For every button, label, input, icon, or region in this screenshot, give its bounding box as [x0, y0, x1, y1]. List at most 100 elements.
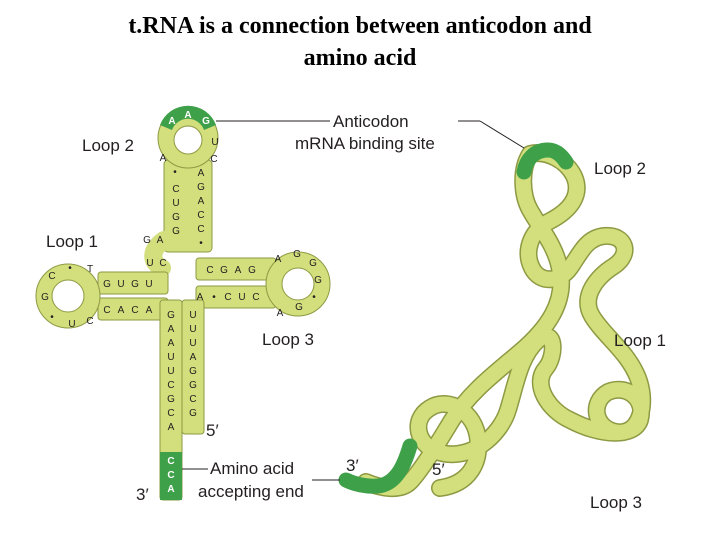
base-loop3-outer: A [277, 308, 284, 319]
arm2-connector [144, 231, 173, 277]
base-loop3-upper: G [220, 265, 228, 276]
base-stem-left: A [168, 422, 175, 433]
trna-3d-ribbon [338, 142, 652, 497]
base-loop1-outer: T [87, 264, 93, 275]
base-loop3-lower: U [238, 292, 245, 303]
base-stem-left: A [168, 338, 175, 349]
base-loop1-lower: C [103, 305, 110, 316]
base-loop3-outer: G [309, 258, 317, 269]
base-stem-right: U [189, 324, 196, 335]
loop2-right-label: Loop 2 [594, 159, 646, 178]
base-loop1-upper: C [159, 258, 166, 269]
five-prime-left-label: 5′ [206, 421, 219, 440]
base-loop1-lower: A [146, 305, 153, 316]
base-arm2-left: U [172, 198, 179, 209]
base-arm2-left: C [172, 184, 179, 195]
base-stem-right: G [189, 408, 197, 419]
anticodon-label: Anticodon [333, 112, 409, 131]
three-prime-left-label: 3′ [136, 485, 149, 504]
base-loop1-inner: G [131, 279, 139, 290]
ribbon-anticodon-highlight [516, 142, 574, 180]
base-loop3-upper: A [235, 265, 242, 276]
base-stem-left: G [167, 310, 175, 321]
anticodon-highlight [160, 105, 216, 130]
loop1-left-hole [51, 279, 85, 313]
loop2-left-label: Loop 2 [82, 136, 134, 155]
loop3-left-label: Loop 3 [262, 330, 314, 349]
base-loop1-outer: C [86, 316, 93, 327]
loop3-left-hole [281, 267, 315, 301]
page-title: t.RNA is a connection between anticodon … [0, 10, 720, 74]
base-loop1-top: A [157, 235, 164, 246]
title-line-1: t.RNA is a connection between anticodon … [128, 13, 592, 39]
ribbon-3prime-highlight [338, 438, 418, 494]
base-stem-left: C [167, 380, 174, 391]
loop1-left-label: Loop 1 [46, 232, 98, 251]
base-loop2-left-side: • [173, 167, 177, 178]
anticodon-right-leader-b [479, 120, 525, 149]
base-loop3-outer: G [314, 275, 322, 286]
amino-acid-label: Amino acid [210, 459, 294, 478]
base-loop3-outer: A [275, 254, 282, 265]
base-stem-left: A [168, 324, 175, 335]
base-loop2-left-side: A [160, 153, 167, 164]
base-loop3-lower: C [252, 292, 259, 303]
base-loop3-upper: G [248, 265, 256, 276]
base-loop3-outer: G [295, 302, 303, 313]
base-loop1-top: G [143, 235, 151, 246]
base-arm2-right: C [197, 210, 204, 221]
base-acceptor-end: A [167, 484, 174, 495]
base-arm2-left: G [172, 226, 180, 237]
base-stem-right: U [189, 338, 196, 349]
base-stem-right: G [189, 366, 197, 377]
base-arm2-right: • [199, 238, 203, 249]
base-loop1-inner: U [117, 279, 124, 290]
mrna-binding-site-label: mRNA binding site [295, 134, 435, 153]
base-stem-right: U [189, 310, 196, 321]
base-loop2-right-side: C [210, 154, 217, 165]
base-loop3-lower: • [212, 292, 216, 303]
base-arm2-right: G [197, 182, 205, 193]
three-prime-right-label: 3′ [346, 456, 359, 475]
loop3-right-label: Loop 3 [590, 493, 642, 512]
base-loop1-outer: • [50, 312, 54, 323]
base-arm2-left: G [172, 212, 180, 223]
base-acceptor-end: C [167, 456, 174, 467]
base-loop1-outer: • [68, 263, 72, 274]
base-stem-left: C [167, 408, 174, 419]
title-line-2: amino acid [303, 45, 417, 71]
base-stem-right: G [189, 380, 197, 391]
base-loop1-lower: C [131, 305, 138, 316]
loop1-right-label: Loop 1 [614, 331, 666, 350]
base-arm2-right: C [197, 224, 204, 235]
base-stem-right: C [189, 394, 196, 405]
base-loop1-inner: U [145, 279, 152, 290]
base-loop3-outer: • [312, 292, 316, 303]
ribbon-fill [358, 145, 650, 496]
accepting-end-label: accepting end [198, 482, 304, 501]
base-anticodon: G [202, 116, 210, 127]
base-stem-right: A [190, 352, 197, 363]
base-loop3-outer: G [293, 249, 301, 260]
base-loop3-upper: C [206, 265, 213, 276]
base-arm2-right: A [198, 196, 205, 207]
five-prime-right-label: 5′ [432, 460, 445, 479]
base-arm2-right: A [198, 168, 205, 179]
base-loop2-right-side: U [211, 137, 218, 148]
base-loop1-lower: A [118, 305, 125, 316]
acceptor-stem-right [181, 299, 205, 435]
base-anticodon: A [184, 110, 191, 121]
base-stem-left: U [167, 366, 174, 377]
base-stem-left: U [167, 352, 174, 363]
loop2-left-hole [173, 125, 203, 155]
t-arm-lower [195, 285, 277, 309]
base-loop1-outer: C [48, 271, 55, 282]
base-stem-left: G [167, 394, 175, 405]
base-loop1-inner: G [103, 279, 111, 290]
base-anticodon: A [168, 116, 175, 127]
base-loop1-outer: G [41, 292, 49, 303]
d-arm-upper [97, 271, 169, 295]
